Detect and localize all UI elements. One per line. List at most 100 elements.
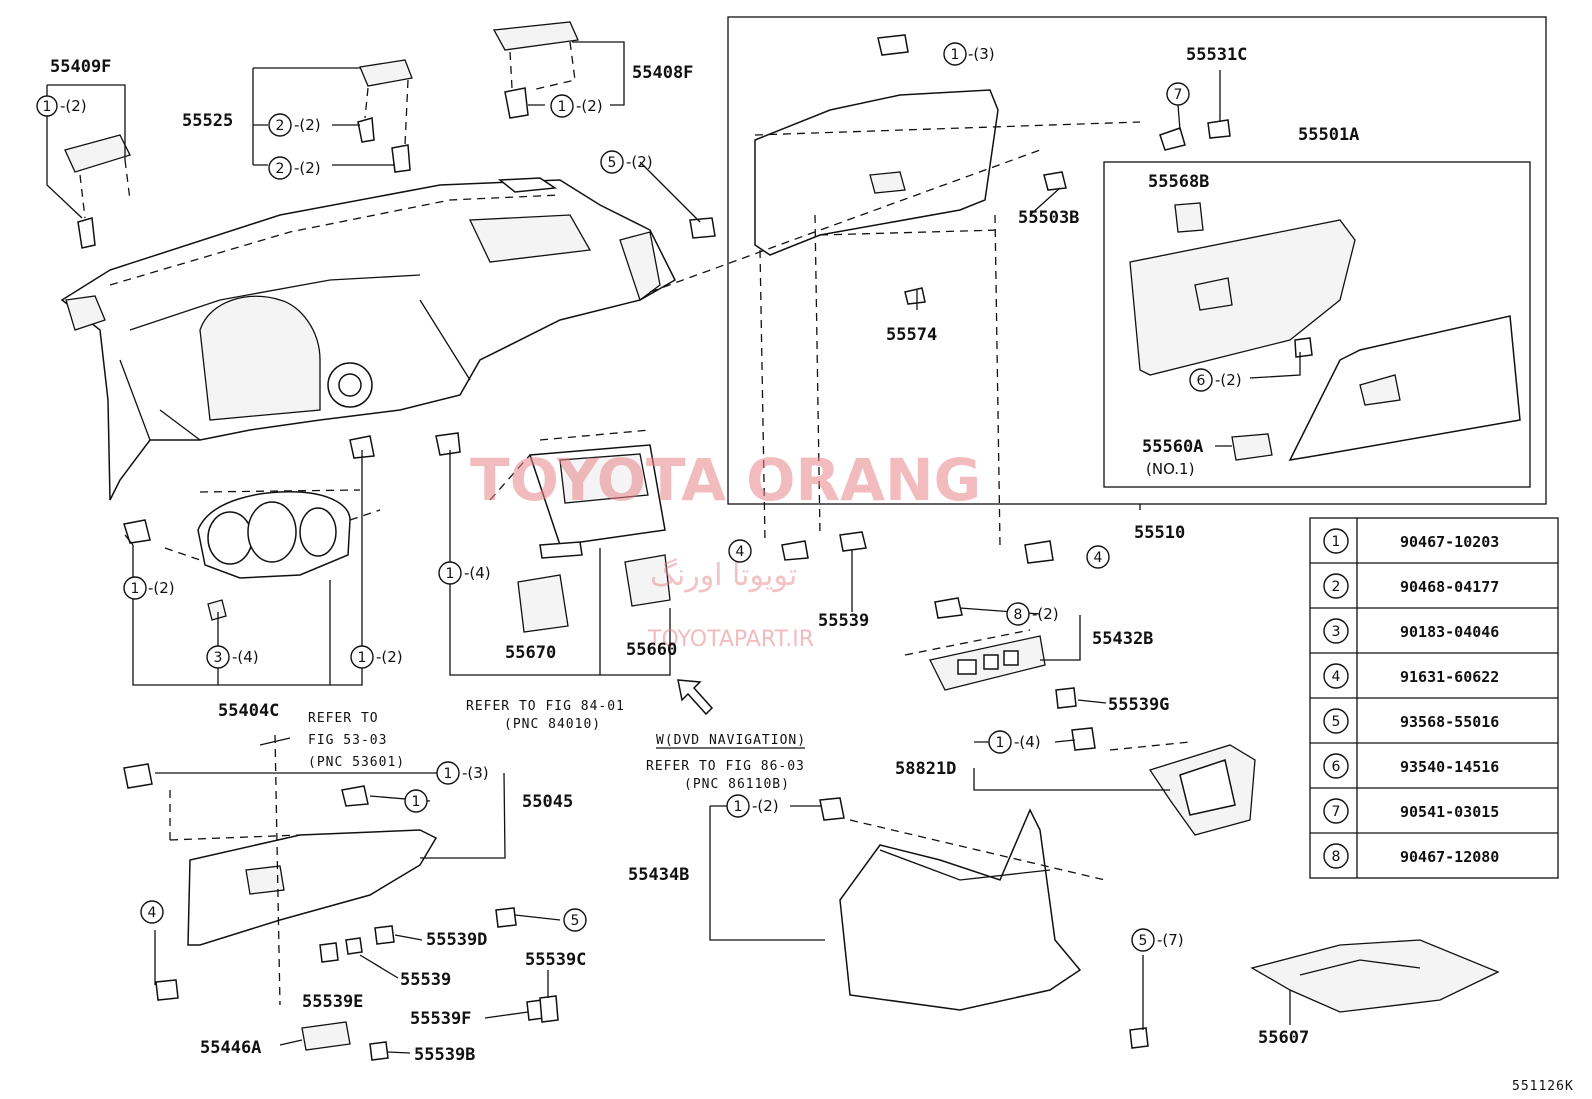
callout: 1-(4) — [988, 730, 1041, 754]
reference-notes: REFER TO FIG 53-03 (PNC 53601) REFER TO … — [308, 699, 806, 792]
watermark-brand-fa: تویوتا اورنگ — [650, 558, 797, 593]
label-55539B: 55539B — [414, 1045, 475, 1065]
svg-text:7: 7 — [1332, 804, 1341, 820]
switch-panel-55432B-drawing — [904, 597, 1077, 709]
callout: 1 — [404, 789, 428, 813]
svg-text:1: 1 — [412, 794, 421, 810]
part-labels: 55409F 55525 55408F 55531C 55501A 55568B… — [50, 45, 1574, 1094]
leader-lines — [46, 41, 1301, 1054]
svg-text:90467-12080: 90467-12080 — [1400, 848, 1499, 866]
svg-text:8: 8 — [1332, 849, 1341, 865]
svg-text:90541-03015: 90541-03015 — [1400, 803, 1499, 821]
svg-text:-(4): -(4) — [232, 648, 259, 666]
meter-hood-55404C-drawing — [123, 435, 381, 621]
label-55404C: 55404C — [218, 701, 279, 721]
ref-53-line3: (PNC 53601) — [308, 755, 405, 770]
callout: 5 -(2) — [600, 150, 653, 174]
svg-text:5: 5 — [608, 155, 617, 171]
svg-text:90467-10203: 90467-10203 — [1400, 533, 1499, 551]
callout: 1-(2) — [36, 95, 87, 117]
svg-text:8: 8 — [1014, 607, 1023, 623]
callout: 4 — [1086, 545, 1110, 569]
label-55539D: 55539D — [426, 930, 487, 950]
svg-text:-(2): -(2) — [60, 97, 87, 115]
svg-text:-(3): -(3) — [462, 764, 489, 782]
label-55408F: 55408F — [632, 63, 693, 83]
direction-arrow — [677, 679, 714, 716]
svg-text:-(2): -(2) — [1215, 371, 1242, 389]
label-55539E: 55539E — [302, 992, 363, 1012]
legend-row: 1 90467-10203 — [1323, 528, 1499, 554]
svg-text:-(4): -(4) — [464, 564, 491, 582]
svg-text:1: 1 — [951, 47, 960, 63]
svg-text:-(4): -(4) — [1014, 733, 1041, 751]
svg-text:3: 3 — [214, 650, 223, 666]
svg-text:4: 4 — [148, 905, 157, 921]
svg-text:90468-04177: 90468-04177 — [1400, 578, 1499, 596]
label-55539-center: 55539 — [818, 611, 869, 631]
callout: 6 -(2) — [1189, 368, 1242, 392]
callouts: 1-(2) 2-(2) 2-(2) 1-(2) 1-(3) 7 5-(2) 6-… — [36, 42, 1242, 952]
legend-row: 7 90541-03015 — [1323, 798, 1499, 824]
callout: 2-(2) — [268, 113, 321, 137]
svg-text:3: 3 — [1332, 624, 1341, 640]
label-55045: 55045 — [522, 792, 573, 812]
svg-text:6: 6 — [1197, 373, 1206, 389]
lower-panel-55045-drawing — [123, 734, 559, 1061]
svg-text:-(2): -(2) — [752, 797, 779, 815]
svg-text:5: 5 — [571, 913, 580, 929]
callout: 4 — [140, 900, 164, 924]
svg-text:-(2): -(2) — [626, 153, 653, 171]
callout: 3 -(4) — [206, 645, 259, 669]
callout: 1-(2) — [550, 94, 603, 118]
svg-text:1: 1 — [131, 581, 140, 597]
pad-55408F-drawing — [492, 21, 579, 119]
callout: 1-(3) — [943, 42, 995, 66]
label-55503B: 55503B — [1018, 208, 1079, 228]
svg-text:2: 2 — [276, 118, 285, 134]
console-drawing — [819, 727, 1256, 1049]
callout: 7 — [1166, 82, 1190, 106]
svg-text:1: 1 — [444, 766, 453, 782]
svg-text:91631-60622: 91631-60622 — [1400, 668, 1499, 686]
label-55560A: 55560A — [1142, 437, 1203, 457]
label-55409F: 55409F — [50, 57, 111, 77]
svg-text:2: 2 — [276, 161, 285, 177]
label-55660: 55660 — [626, 640, 677, 660]
callout: 1 -(2) — [726, 794, 779, 818]
svg-text:1: 1 — [558, 99, 567, 115]
ref-86-line1: REFER TO FIG 86-03 — [646, 759, 805, 774]
pad-55525-drawing — [357, 59, 413, 173]
callout: 4 — [728, 539, 752, 563]
svg-text:-(7): -(7) — [1157, 931, 1184, 949]
svg-text:93568-55016: 93568-55016 — [1400, 713, 1499, 731]
svg-text:4: 4 — [1094, 550, 1103, 566]
ref-84-line2: (PNC 84010) — [504, 717, 601, 732]
callout: 1 -(4) — [438, 561, 491, 585]
label-55539F: 55539F — [410, 1009, 471, 1029]
svg-text:93540-14516: 93540-14516 — [1400, 758, 1499, 776]
ref-dvd-nav: W(DVD NAVIGATION) — [656, 733, 806, 748]
svg-text:1: 1 — [1332, 534, 1341, 550]
ref-53-line1: REFER TO — [308, 711, 379, 726]
svg-text:1: 1 — [446, 566, 455, 582]
label-55539C: 55539C — [525, 950, 586, 970]
svg-text:5: 5 — [1332, 714, 1341, 730]
center-cluster-drawing — [435, 429, 671, 633]
callout: 5-(7) — [1131, 928, 1184, 952]
floor-cover-55607-drawing — [1250, 939, 1500, 1013]
svg-text:1: 1 — [734, 799, 743, 815]
svg-text:4: 4 — [736, 544, 745, 560]
svg-text:1: 1 — [358, 650, 367, 666]
label-55607: 55607 — [1258, 1028, 1309, 1048]
figure-code: 551126K — [1512, 1079, 1574, 1094]
pad-55409F-drawing — [64, 134, 131, 249]
callout: 2-(2) — [268, 156, 321, 180]
label-55510: 55510 — [1134, 523, 1185, 543]
